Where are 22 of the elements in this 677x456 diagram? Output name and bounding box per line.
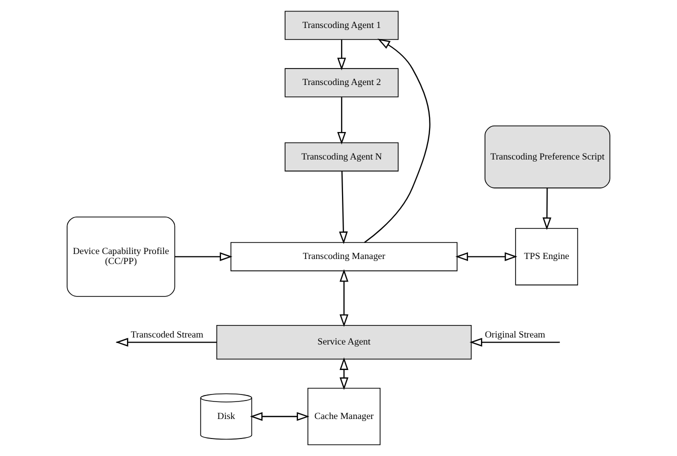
node-box: Cache Manager xyxy=(307,388,381,446)
node-box: TPS Engine xyxy=(515,228,578,286)
arrow xyxy=(340,357,348,390)
node-box: Transcoding Agent 1 xyxy=(284,10,399,40)
arrow xyxy=(340,269,348,327)
edge-label: Original Stream xyxy=(484,330,546,340)
node-box: Service Agent xyxy=(216,325,472,360)
arrow xyxy=(470,338,559,347)
arrow xyxy=(455,252,518,262)
arrow xyxy=(337,97,346,145)
edge-label: Transcoded Stream xyxy=(130,330,204,340)
arrow xyxy=(364,38,430,243)
node-box: Transcoding Agent N xyxy=(284,142,399,172)
arrow xyxy=(174,252,232,262)
node-box: Device Capability Profile (CC/PP) xyxy=(66,216,176,297)
arrow xyxy=(250,412,310,421)
node-box: Transcoding Manager xyxy=(230,242,458,272)
arrow xyxy=(339,171,348,244)
node-box: Transcoding Preference Script xyxy=(484,126,610,188)
arrow xyxy=(337,40,346,70)
arrow xyxy=(542,188,552,230)
node-box: Transcoding Agent 2 xyxy=(284,68,399,98)
